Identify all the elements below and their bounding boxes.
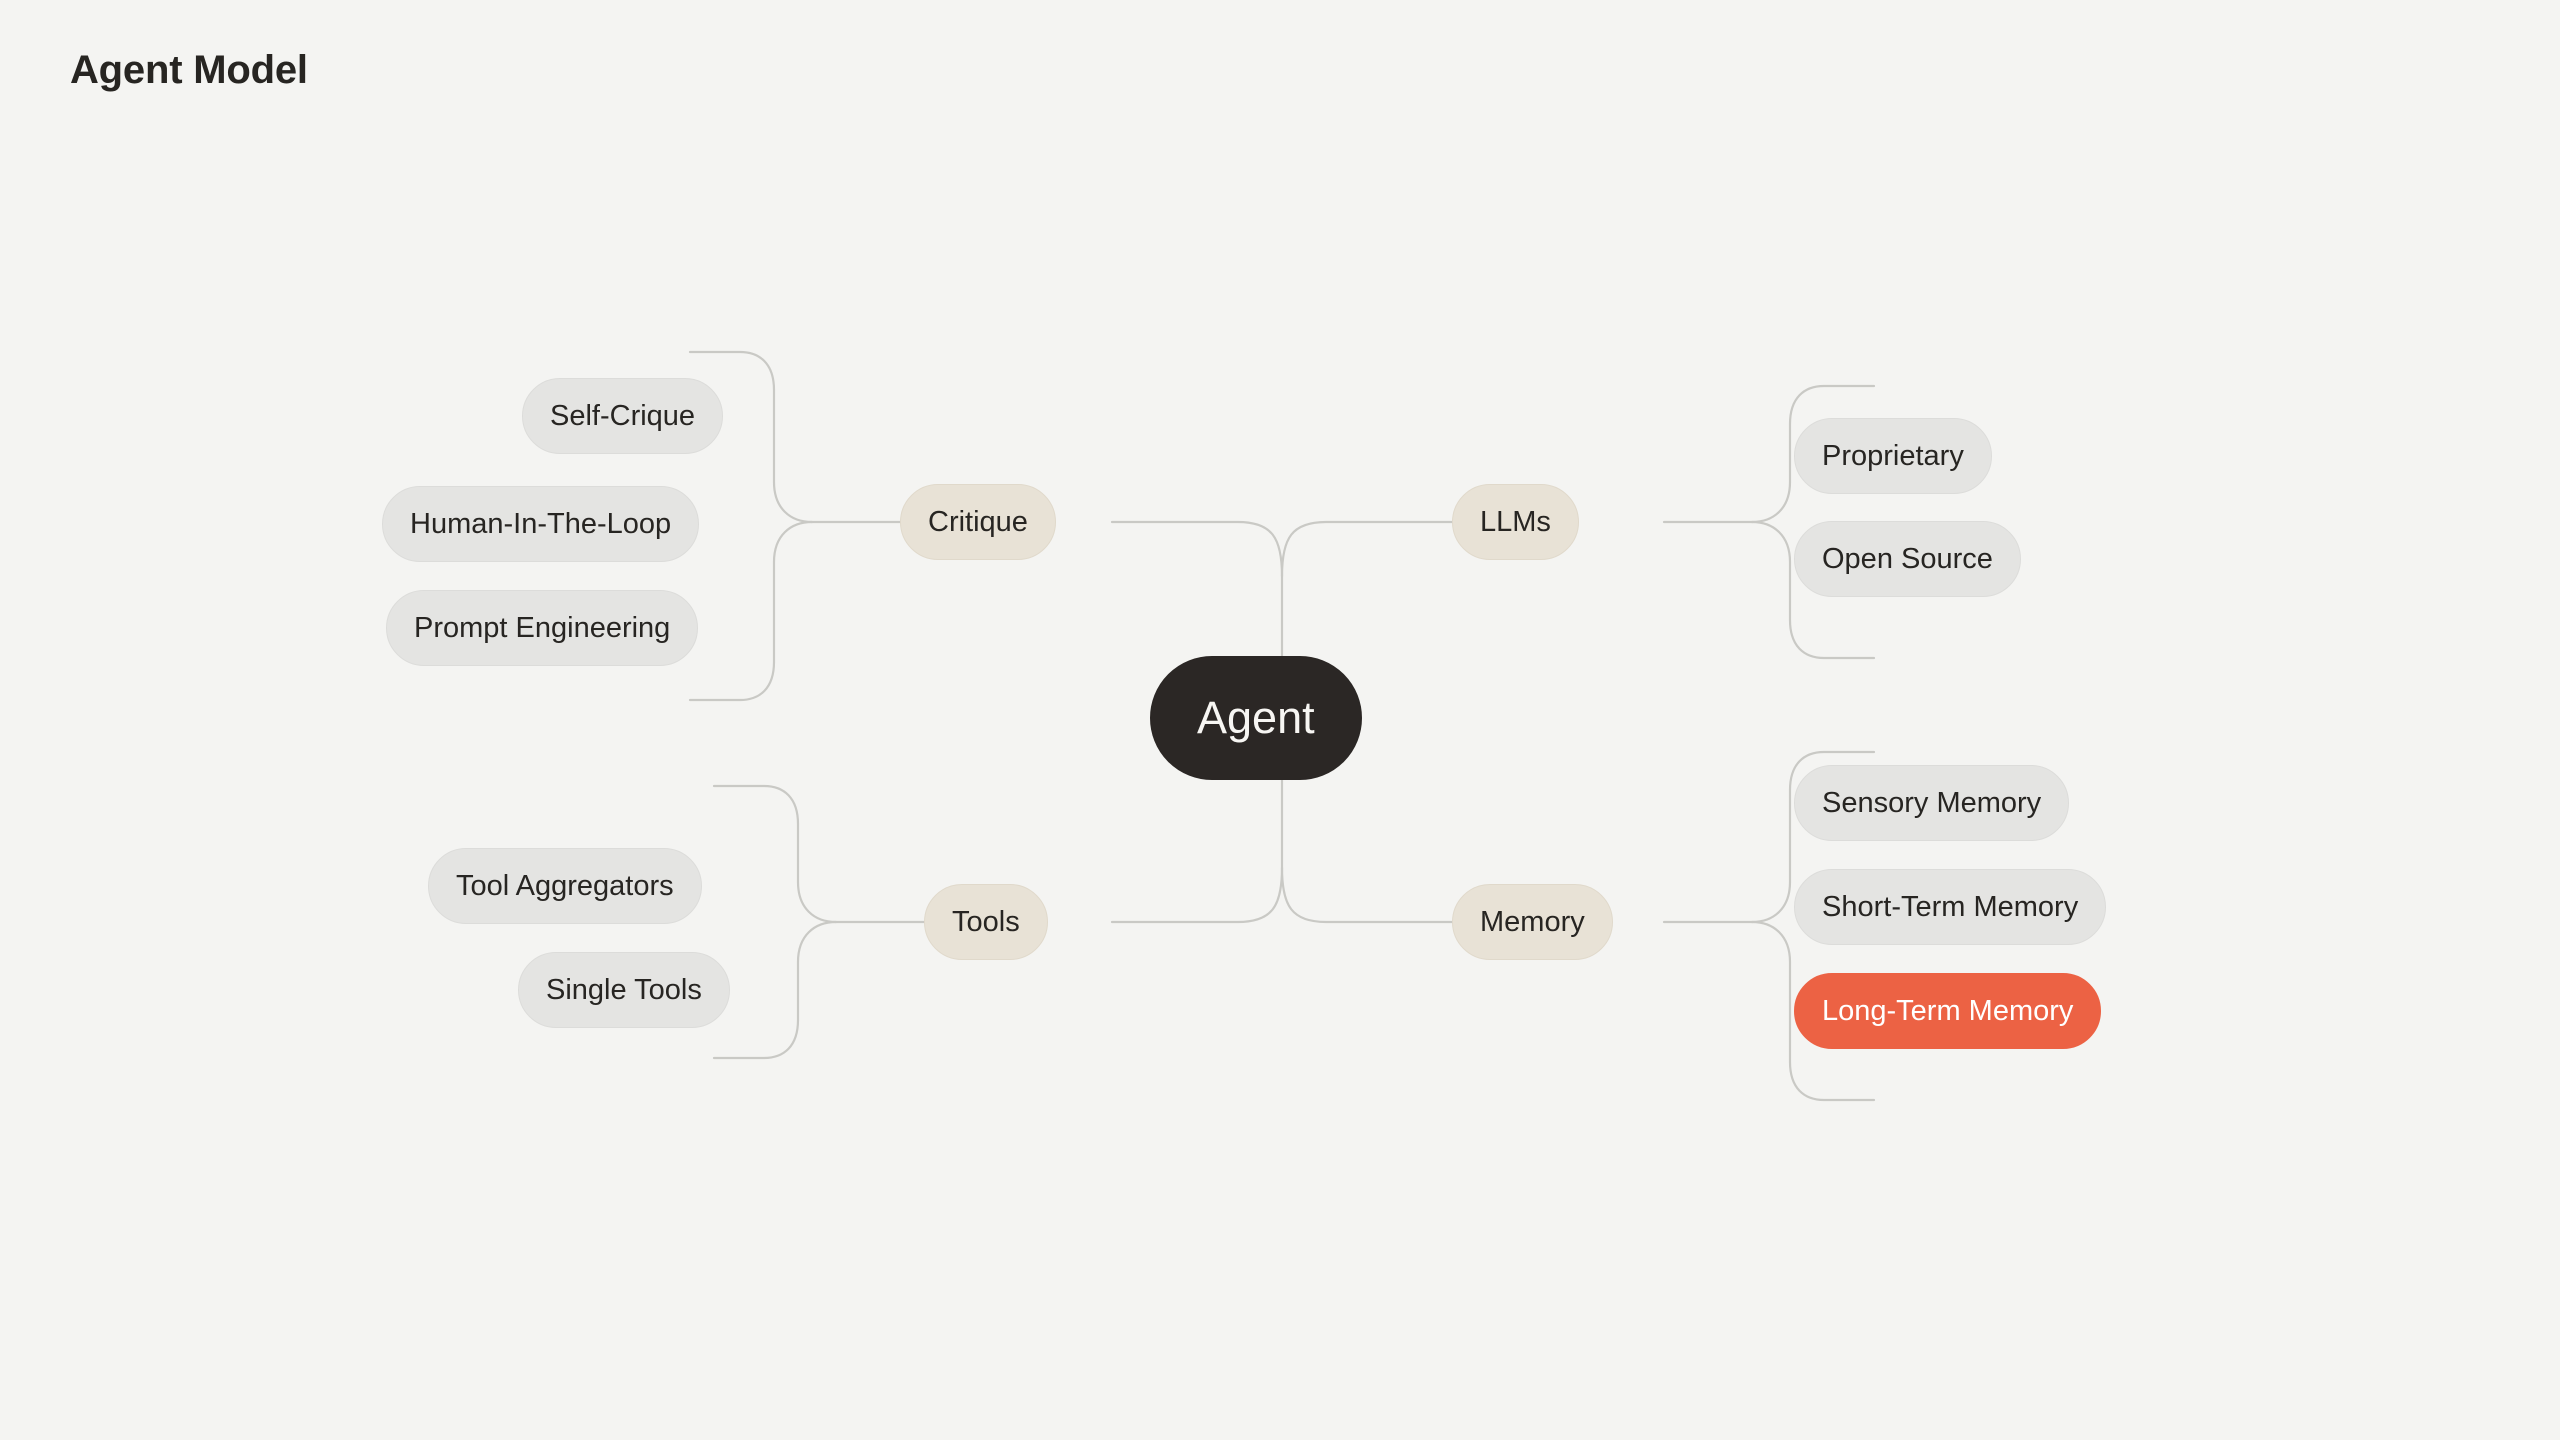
- branch-node-critique[interactable]: Critique: [900, 484, 1056, 560]
- leaf-node-human-in-the-loop[interactable]: Human-In-The-Loop: [382, 486, 700, 562]
- root-node-agent[interactable]: Agent: [1150, 656, 1362, 780]
- branch-node-llms[interactable]: LLMs: [1452, 484, 1579, 560]
- leaf-node-sensory-memory[interactable]: Sensory Memory: [1794, 765, 2070, 841]
- leaf-node-proprietary[interactable]: Proprietary: [1794, 418, 1992, 494]
- leaf-node-open-source[interactable]: Open Source: [1794, 521, 2021, 597]
- edge-root-to-llms-rail: [1280, 520, 1454, 578]
- leaf-node-single-tools[interactable]: Single Tools: [518, 952, 730, 1028]
- edge-root-to-critique-rail: [1110, 520, 1284, 578]
- edge-critique-bracket-bottom: [688, 520, 814, 702]
- leaf-node-self-crique[interactable]: Self-Crique: [522, 378, 724, 454]
- leaf-node-long-term-memory[interactable]: Long-Term Memory: [1794, 973, 2102, 1049]
- edge-tools-bracket-bottom: [712, 920, 838, 1060]
- branch-node-tools[interactable]: Tools: [924, 884, 1048, 960]
- leaf-node-short-term-memory[interactable]: Short-Term Memory: [1794, 869, 2107, 945]
- branch-node-memory[interactable]: Memory: [1452, 884, 1613, 960]
- leaf-node-tool-aggregators[interactable]: Tool Aggregators: [428, 848, 702, 924]
- leaf-node-prompt-engineering[interactable]: Prompt Engineering: [386, 590, 699, 666]
- edge-tools-bracket-top: [712, 784, 838, 924]
- edge-root-to-tools-rail: [1110, 866, 1284, 924]
- page-title: Agent Model: [70, 48, 308, 92]
- edge-root-to-memory-rail: [1280, 866, 1454, 924]
